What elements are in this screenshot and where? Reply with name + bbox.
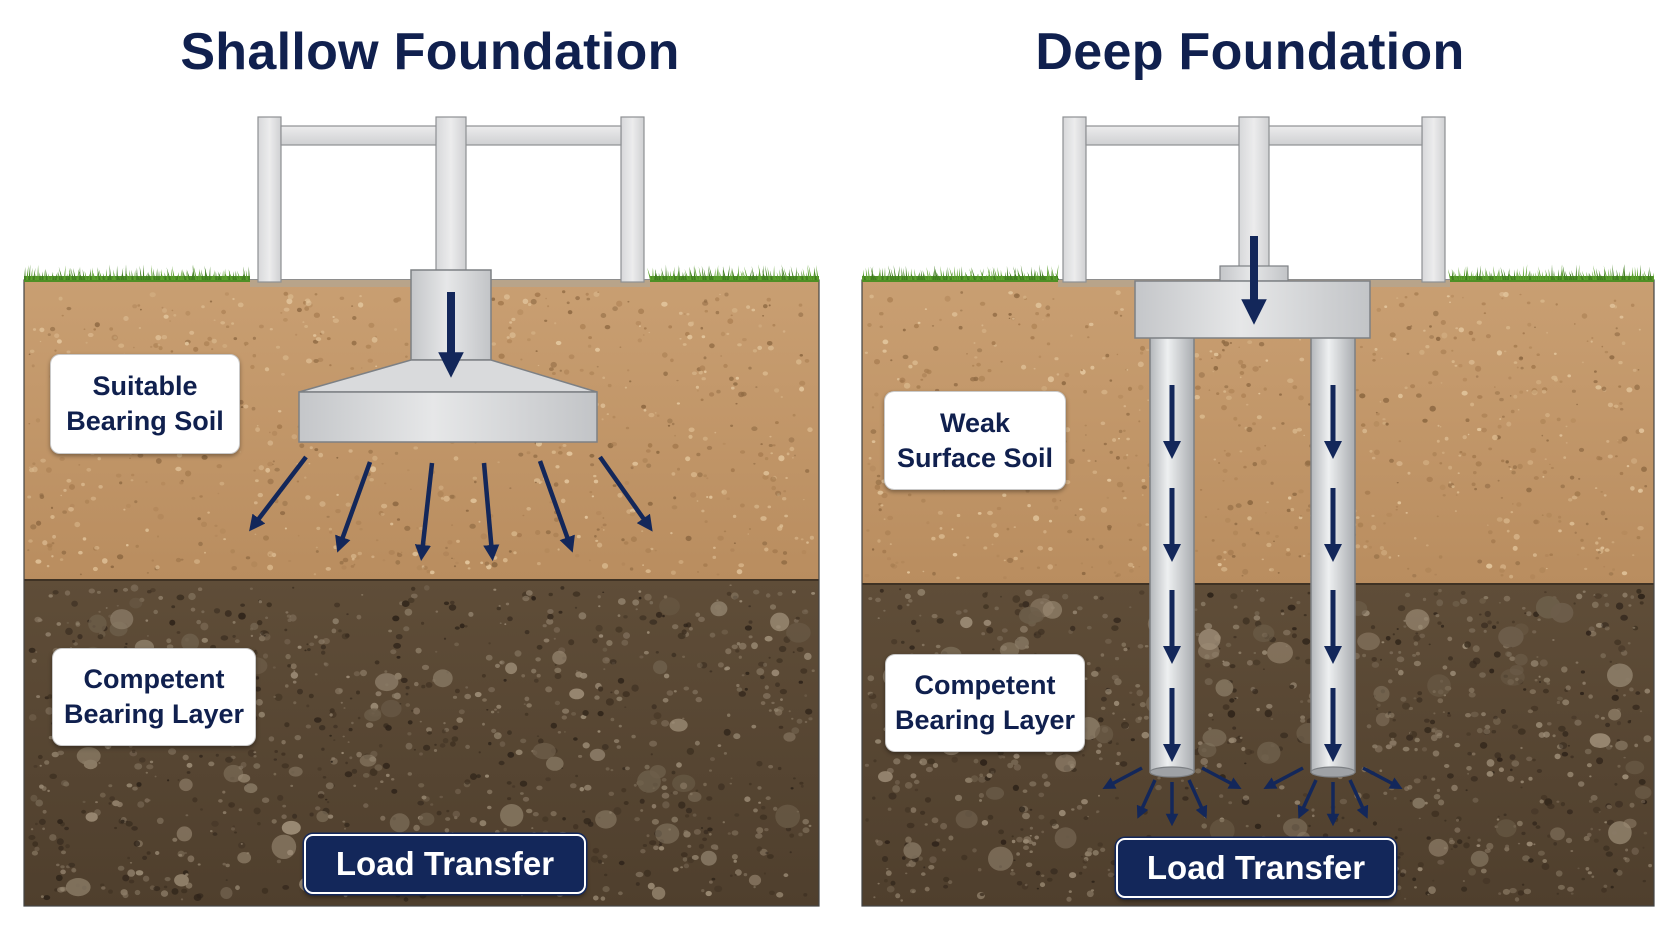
- label-line: Weak: [939, 407, 1011, 438]
- suitable-bearing-soil-label: Suitable Bearing Soil: [50, 354, 240, 454]
- label-line: Competent: [914, 670, 1056, 700]
- grass-strip: [24, 264, 819, 282]
- label-line: Bearing Soil: [66, 406, 224, 436]
- deep-foundation-title: Deep Foundation: [1035, 23, 1465, 81]
- pile-load-arrows: [1163, 385, 1342, 762]
- deep-panel: [861, 116, 1655, 907]
- building-frame: [257, 116, 645, 283]
- weak-surface-soil-label: Weak Surface Soil: [884, 391, 1066, 490]
- label-line: Surface Soil: [896, 442, 1054, 473]
- label-line: Suitable: [92, 371, 198, 401]
- shallow-panel: [23, 116, 820, 907]
- label-line: Competent: [83, 664, 225, 694]
- label-line: Bearing Layer: [894, 705, 1076, 735]
- grass-strip: [862, 264, 1654, 282]
- shallow-foundation-title: Shallow Foundation: [180, 23, 680, 81]
- load-spread-arrows: [249, 455, 653, 562]
- competent-bearing-layer-label: Competent Bearing Layer: [52, 648, 256, 746]
- label-line: Bearing Layer: [63, 699, 245, 729]
- load-transfer-banner: Load Transfer: [304, 834, 586, 894]
- competent-bearing-layer-label: Competent Bearing Layer: [885, 654, 1085, 752]
- pile-tip-arrows: [1102, 766, 1403, 827]
- load-transfer-banner: Load Transfer: [1116, 838, 1396, 898]
